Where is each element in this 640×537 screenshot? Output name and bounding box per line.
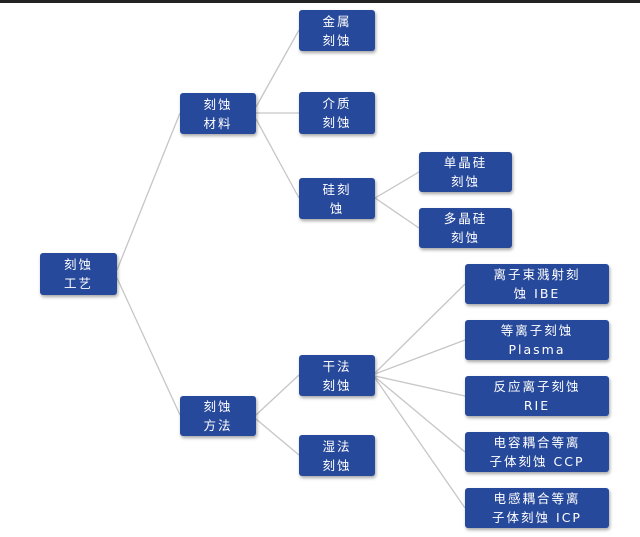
node-ccp-etching: 电容耦合等离 子体刻蚀 CCP: [465, 432, 609, 472]
top-rule: [0, 0, 640, 3]
node-line: 刻蚀: [322, 115, 352, 130]
link-dry-rie: [374, 375, 466, 397]
node-line: 单晶硅: [443, 155, 488, 170]
node-dry-etching: 干法 刻蚀: [299, 355, 375, 396]
node-line: RIE: [523, 398, 551, 413]
link-root-methods: [116, 277, 181, 416]
link-materials-silicon: [255, 118, 300, 199]
node-etching-process: 刻蚀 工艺: [40, 253, 117, 295]
node-line: Plasma: [508, 342, 566, 357]
node-line: 材料: [203, 115, 233, 131]
node-monocrystalline-si-etching: 单晶硅 刻蚀: [419, 152, 512, 192]
node-line: 电感耦合等离: [493, 491, 581, 506]
node-silicon-etching: 硅刻 蚀: [299, 178, 375, 219]
node-line: 蚀 IBE: [513, 286, 561, 301]
node-etching-methods: 刻蚀 方法: [180, 396, 256, 436]
node-line: 反应离子刻蚀: [493, 379, 581, 394]
link-dry-ibe: [374, 283, 466, 374]
link-materials-metal: [255, 29, 300, 108]
node-line: 子体刻蚀 CCP: [489, 454, 585, 469]
node-line: 电容耦合等离: [493, 435, 581, 450]
node-icp-etching: 电感耦合等离 子体刻蚀 ICP: [465, 488, 609, 528]
node-line: 工艺: [63, 276, 93, 291]
node-line: 刻蚀: [450, 230, 480, 245]
node-plasma-etching: 等离子刻蚀 Plasma: [465, 320, 609, 360]
node-line: 方法: [203, 418, 233, 433]
node-metal-etching: 金属 刻蚀: [299, 10, 375, 51]
link-dry-plasma: [374, 339, 466, 375]
node-line: 刻蚀: [203, 399, 233, 414]
link-silicon-poly: [374, 197, 420, 229]
node-line: 刻蚀: [450, 174, 480, 189]
node-line: 刻蚀: [63, 257, 93, 272]
node-line: 刻蚀: [322, 457, 352, 473]
link-methods-dry: [255, 374, 300, 416]
node-line: 介质: [322, 96, 352, 111]
node-line: 蚀: [329, 200, 345, 216]
node-line: 等离子刻蚀: [500, 323, 574, 338]
node-line: 硅刻: [322, 181, 352, 197]
node-ibe-etching: 离子束溅射刻 蚀 IBE: [465, 264, 609, 304]
node-line: 子体刻蚀 ICP: [492, 510, 582, 525]
node-line: 干法: [322, 358, 352, 374]
link-silicon-mono: [374, 171, 420, 199]
node-line: 刻蚀: [203, 96, 233, 112]
link-dry-ccp: [374, 376, 466, 453]
link-root-materials: [116, 112, 181, 271]
node-polycrystalline-si-etching: 多晶硅 刻蚀: [419, 208, 512, 248]
link-dry-icp: [374, 377, 466, 509]
node-rie-etching: 反应离子刻蚀 RIE: [465, 376, 609, 416]
node-line: 离子束溅射刻: [493, 267, 581, 282]
node-line: 多晶硅: [443, 211, 488, 226]
node-line: 刻蚀: [322, 32, 352, 48]
link-methods-wet: [255, 418, 300, 456]
node-dielectric-etching: 介质 刻蚀: [299, 92, 375, 134]
node-line: 金属: [322, 13, 352, 29]
node-etching-materials: 刻蚀 材料: [180, 93, 256, 134]
node-line: 刻蚀: [322, 377, 352, 393]
node-line: 湿法: [322, 438, 352, 454]
node-wet-etching: 湿法 刻蚀: [299, 435, 375, 476]
